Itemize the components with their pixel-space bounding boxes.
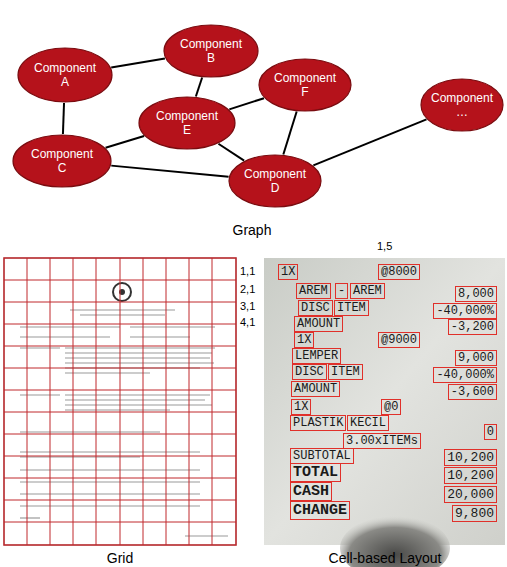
text-cell-box: SUBTOTAL: [290, 448, 354, 464]
component-label: Component D: [242, 167, 308, 195]
text-cell-box: CHANGE: [290, 501, 350, 520]
receipt-text: KECIL: [350, 416, 386, 430]
graph-edge: [196, 78, 202, 97]
text-cell-box: ITEM: [334, 300, 369, 316]
text-cell-box: CASH: [290, 482, 332, 501]
component-label: Component F: [272, 71, 338, 99]
text-cell-box: DISC: [298, 300, 333, 316]
graph-edge: [283, 112, 296, 155]
panel-caption: Grid: [107, 550, 133, 566]
text-cell-box: -3,600: [448, 384, 497, 400]
component-ellipse: Component A: [17, 47, 113, 103]
component-label: Component B: [178, 37, 244, 65]
graph-edge: [218, 144, 244, 161]
receipt-text: 1X: [297, 333, 311, 347]
cell-index: 1,1: [240, 265, 255, 277]
text-cell-box: -40,000%: [433, 367, 497, 383]
text-cell-box: @0: [381, 399, 401, 415]
panel-caption: Cell-based Layout: [329, 550, 442, 566]
component-label: Component A: [32, 61, 98, 89]
text-cell-box: 9,000: [455, 350, 497, 366]
receipt-text: -3,200: [451, 320, 494, 334]
text-cell-box: KECIL: [347, 415, 389, 431]
receipt-text: ITEM: [337, 301, 366, 315]
text-cell-box: PLASTIK: [290, 415, 346, 431]
component-ellipse: Component C: [12, 134, 112, 188]
text-cell-box: LEMPER: [292, 348, 341, 364]
receipt-text: CASH: [293, 483, 329, 500]
cell-index: 1,5: [377, 240, 392, 252]
text-cell-box: 10,200: [444, 449, 497, 466]
receipt-text: -40,000%: [436, 368, 494, 382]
receipt-text: TOTAL: [293, 464, 338, 481]
cell-index: 3,1: [240, 300, 255, 312]
text-cell-box: @8000: [378, 264, 420, 280]
receipt-text: -: [338, 284, 345, 298]
text-cell-box: ITEM: [328, 364, 363, 380]
text-cell-box: 10,200: [444, 467, 497, 484]
text-cell-box: 1X: [291, 399, 311, 415]
graph-edge: [229, 98, 264, 109]
graph-edge: [111, 59, 165, 68]
component-ellipse: Component …: [420, 78, 504, 132]
receipt-text: CHANGE: [293, 502, 347, 519]
text-cell-box: -3,200: [448, 319, 497, 335]
text-cell-box: AMOUNT: [291, 381, 340, 397]
component-ellipse: Component B: [163, 24, 259, 78]
component-ellipse: Component F: [258, 58, 352, 112]
graph-edge: [313, 119, 426, 165]
receipt-text: 1X: [281, 265, 295, 279]
receipt-text: AREM: [299, 284, 328, 298]
receipt-text: 0: [487, 425, 494, 439]
panel-caption: Graph: [233, 222, 272, 238]
component-ellipse: Component E: [138, 96, 236, 150]
receipt-text: AMOUNT: [297, 317, 340, 331]
receipt-text: LEMPER: [295, 349, 338, 363]
text-cell-box: 0: [484, 424, 497, 440]
receipt-text: DISC: [301, 301, 330, 315]
text-cell-box: TOTAL: [290, 463, 341, 482]
graph-edge: [111, 166, 228, 177]
component-label: Component E: [154, 109, 220, 137]
text-cell-box: 20,000: [444, 486, 497, 503]
receipt-text: DISC: [295, 365, 324, 379]
component-ellipse: Component D: [228, 154, 322, 208]
receipt-text: 9,000: [458, 351, 494, 365]
text-cell-box: AREM: [296, 283, 331, 299]
text-cell-box: 8,000: [455, 286, 497, 302]
receipt-text: 10,200: [447, 450, 494, 465]
text-cell-box: 9,800: [452, 505, 497, 522]
text-cell-box: 1X: [278, 264, 298, 280]
receipt-text: 9,800: [455, 506, 494, 521]
text-cell-box: AMOUNT: [294, 316, 343, 332]
receipt-text: 20,000: [447, 487, 494, 502]
receipt-text: ITEM: [331, 365, 360, 379]
text-cell-box: -40,000%: [433, 303, 497, 319]
component-label: Component C: [29, 147, 95, 175]
text-cell-box: DISC: [292, 364, 327, 380]
receipt-text: PLASTIK: [293, 416, 343, 430]
receipt-text: -40,000%: [436, 304, 494, 318]
receipt-text: @8000: [381, 265, 417, 279]
receipt-text: AMOUNT: [294, 382, 337, 396]
receipt-text: 10,200: [447, 468, 494, 483]
receipt-text: -3,600: [451, 385, 494, 399]
text-cell-box: 3.00xITEMs: [343, 433, 421, 449]
text-cell-box: 1X: [294, 332, 314, 348]
receipt-text: @0: [384, 400, 398, 414]
graph-edge: [106, 136, 145, 148]
text-cell-box: AREM: [350, 283, 385, 299]
component-label: Component …: [429, 91, 495, 119]
receipt-text: 1X: [294, 400, 308, 414]
text-cell-box: -: [335, 283, 348, 299]
graph-edge: [63, 103, 64, 134]
receipt-text: AREM: [353, 284, 382, 298]
receipt-text: 8,000: [458, 287, 494, 301]
cell-index: 4,1: [240, 316, 255, 328]
receipt-text: SUBTOTAL: [293, 449, 351, 463]
receipt-text: @9000: [381, 333, 417, 347]
cell-index: 2,1: [240, 283, 255, 295]
receipt-text: 3.00xITEMs: [346, 434, 418, 448]
text-cell-box: @9000: [378, 332, 420, 348]
